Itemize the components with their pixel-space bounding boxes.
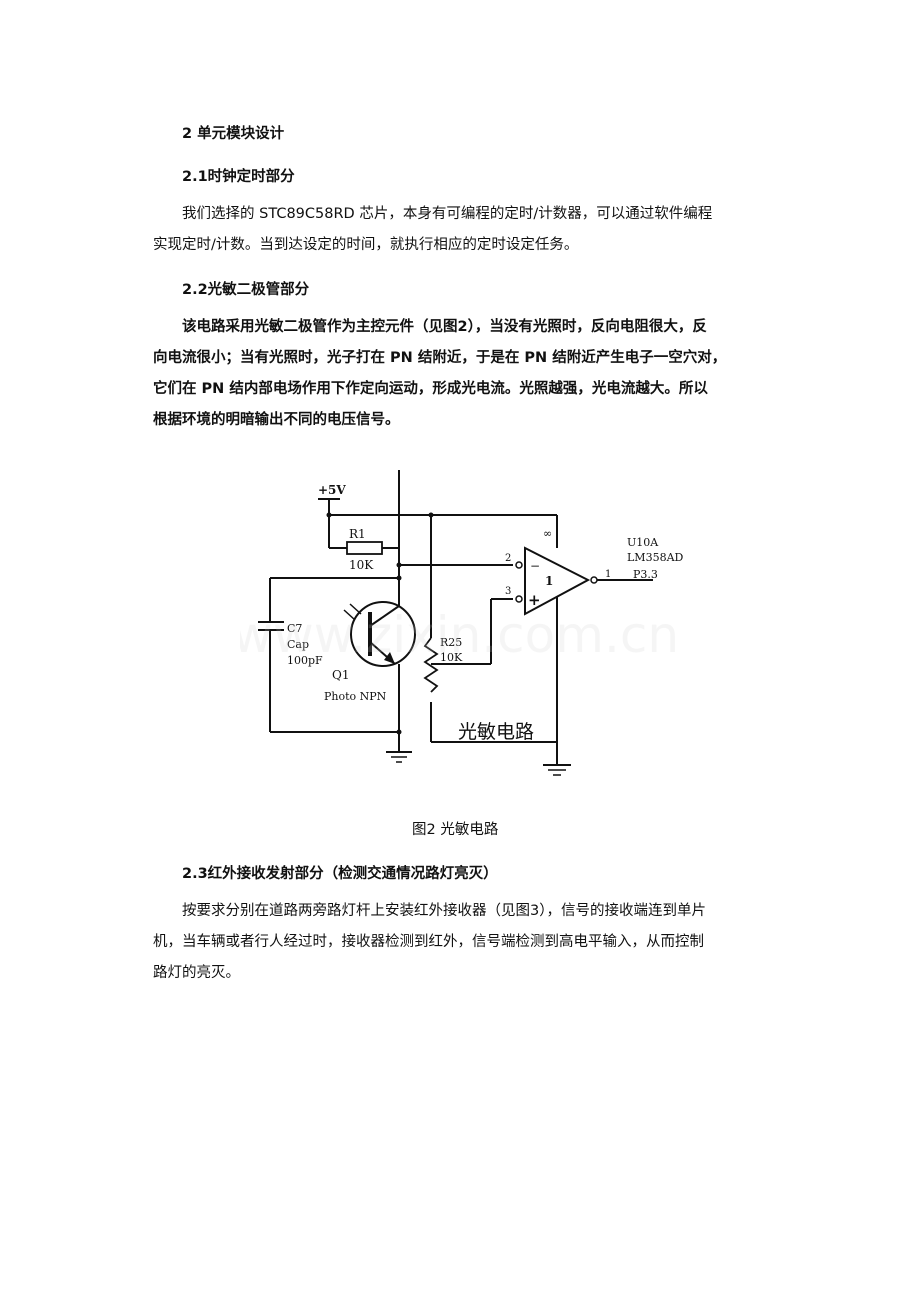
section-2-1-paragraph: 我们选择的 STC89C58RD 芯片，本身有可编程的定时/计数器，可以通过软件… bbox=[153, 199, 712, 261]
opamp-name: U10A bbox=[627, 536, 659, 549]
r1-name: R1 bbox=[349, 527, 366, 541]
output-net-label: P3.3 bbox=[633, 568, 658, 581]
section-2-2-paragraph: 该电路采用光敏二极管作为主控元件（见图2），当没有光照时，反向电阻很大，反 向电… bbox=[153, 312, 726, 436]
paragraph-line: 实现定时/计数。当到达设定的时间，就执行相应的定时设定任务。 bbox=[153, 237, 579, 253]
paragraph-line: 它们在 PN 结内部电场作用下作定向运动，形成光电流。光照越强，光电流越大。所以 bbox=[153, 381, 708, 397]
section-heading: 2 单元模块设计 bbox=[182, 126, 285, 142]
r1-value: 10K bbox=[349, 558, 374, 572]
section-2-3-heading: 2.3红外接收发射部分（检测交通情况路灯亮灭） bbox=[182, 866, 498, 882]
section-2-3-paragraph: 按要求分别在道路两旁路灯杆上安装红外接收器（见图3），信号的接收端连到单片 机，… bbox=[153, 896, 706, 989]
figure-caption: 图2 光敏电路 bbox=[412, 822, 499, 838]
paragraph-line: 机，当车辆或者行人经过时，接收器检测到红外，信号端检测到高电平输入，从而控制 bbox=[153, 934, 704, 950]
minus-input-label: − bbox=[530, 559, 540, 573]
watermark: www.zixin.com.cn bbox=[240, 606, 679, 664]
pin-2-label: 2 bbox=[505, 553, 511, 564]
circuit-figure: +5V R1 10K C7 Cap 100pF Q1 Photo NPN R25… bbox=[232, 0, 700, 790]
c7-name: C7 bbox=[287, 622, 302, 635]
paragraph-line: 我们选择的 STC89C58RD 芯片，本身有可编程的定时/计数器，可以通过软件… bbox=[182, 206, 713, 222]
plus-input-label: + bbox=[528, 591, 541, 609]
q1-type: Photo NPN bbox=[324, 690, 387, 703]
c7-type: Cap bbox=[287, 638, 309, 651]
paragraph-line: 向电流很小；当有光照时，光子打在 PN 结附近，于是在 PN 结附近产生电子一空… bbox=[153, 350, 727, 366]
pin-3-label: 3 bbox=[505, 586, 511, 597]
q1-name: Q1 bbox=[332, 668, 349, 682]
paragraph-line: 根据环境的明暗输出不同的电压信号。 bbox=[153, 412, 400, 428]
paragraph-line: 该电路采用光敏二极管作为主控元件（见图2），当没有光照时，反向电阻很大，反 bbox=[182, 319, 707, 335]
section-2-1-heading: 2.1时钟定时部分 bbox=[182, 169, 295, 185]
r25-name: R25 bbox=[440, 636, 462, 649]
section-2-2-heading: 2.2光敏二极管部分 bbox=[182, 282, 310, 298]
circuit-title: 光敏电路 bbox=[458, 721, 534, 743]
infinity-symbol: ∞ bbox=[543, 527, 552, 540]
opamp-part: LM358AD bbox=[627, 551, 684, 564]
paragraph-line: 按要求分别在道路两旁路灯杆上安装红外接收器（见图3），信号的接收端连到单片 bbox=[182, 903, 706, 919]
r25-value: 10K bbox=[440, 651, 463, 664]
vcc-label: +5V bbox=[318, 483, 346, 497]
paragraph-line: 路灯的亮灭。 bbox=[153, 965, 240, 981]
amp-unit-label: 1 bbox=[545, 574, 553, 588]
c7-value: 100pF bbox=[287, 654, 323, 667]
pin-1-label: 1 bbox=[605, 569, 611, 580]
